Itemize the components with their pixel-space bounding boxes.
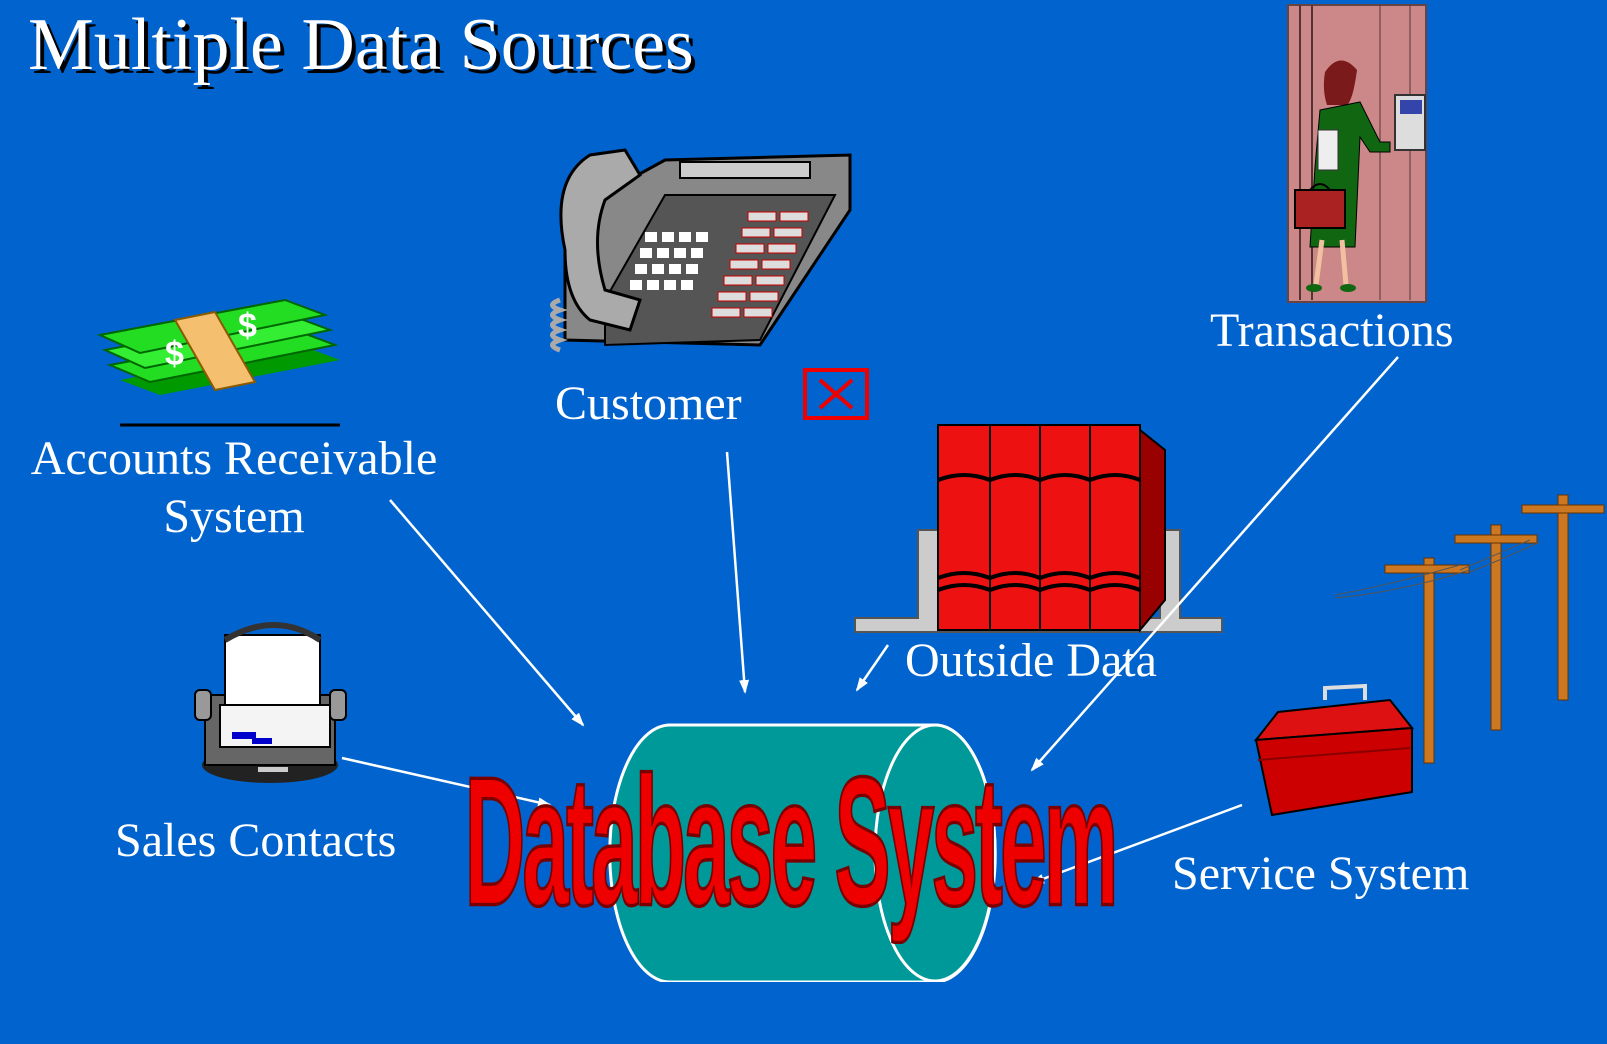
outside-data-label: Outside Data	[905, 634, 1157, 687]
customer-label: Customer	[555, 377, 742, 430]
database-cylinder	[608, 723, 997, 982]
accounts-receivable-label: Accounts Receivable System	[14, 430, 454, 545]
svg-text:$: $	[238, 307, 257, 345]
money-stack-icon: $ $	[96, 298, 340, 427]
diagram-canvas: $ $	[96, 4, 1605, 982]
slide-title: Multiple Data Sources	[28, 4, 694, 86]
arrow-service	[1030, 803, 1243, 885]
accounts-receivable-line1: Accounts Receivable	[30, 432, 438, 485]
arrow-accounts	[389, 499, 585, 727]
arrow-transactions	[1030, 356, 1399, 772]
rolodex-icon	[194, 622, 347, 783]
transactions-label: Transactions	[1210, 304, 1454, 357]
toolbox-icon	[1253, 683, 1414, 817]
telephone-icon	[550, 148, 852, 353]
arrow-outside	[855, 644, 890, 692]
database-system-label: Database System	[464, 735, 1120, 944]
broken-image-icon	[803, 368, 869, 420]
telephone-poles-icon	[1334, 494, 1605, 764]
accounts-receivable-line2: System	[163, 489, 305, 543]
books-icon	[854, 424, 1223, 633]
arrow-customer	[725, 451, 750, 694]
sales-contacts-label: Sales Contacts	[115, 814, 397, 867]
arrow-sales	[341, 756, 552, 808]
svg-text:$: $	[165, 335, 184, 373]
service-system-label: Service System	[1172, 847, 1470, 900]
atm-customer-icon	[1287, 4, 1427, 303]
